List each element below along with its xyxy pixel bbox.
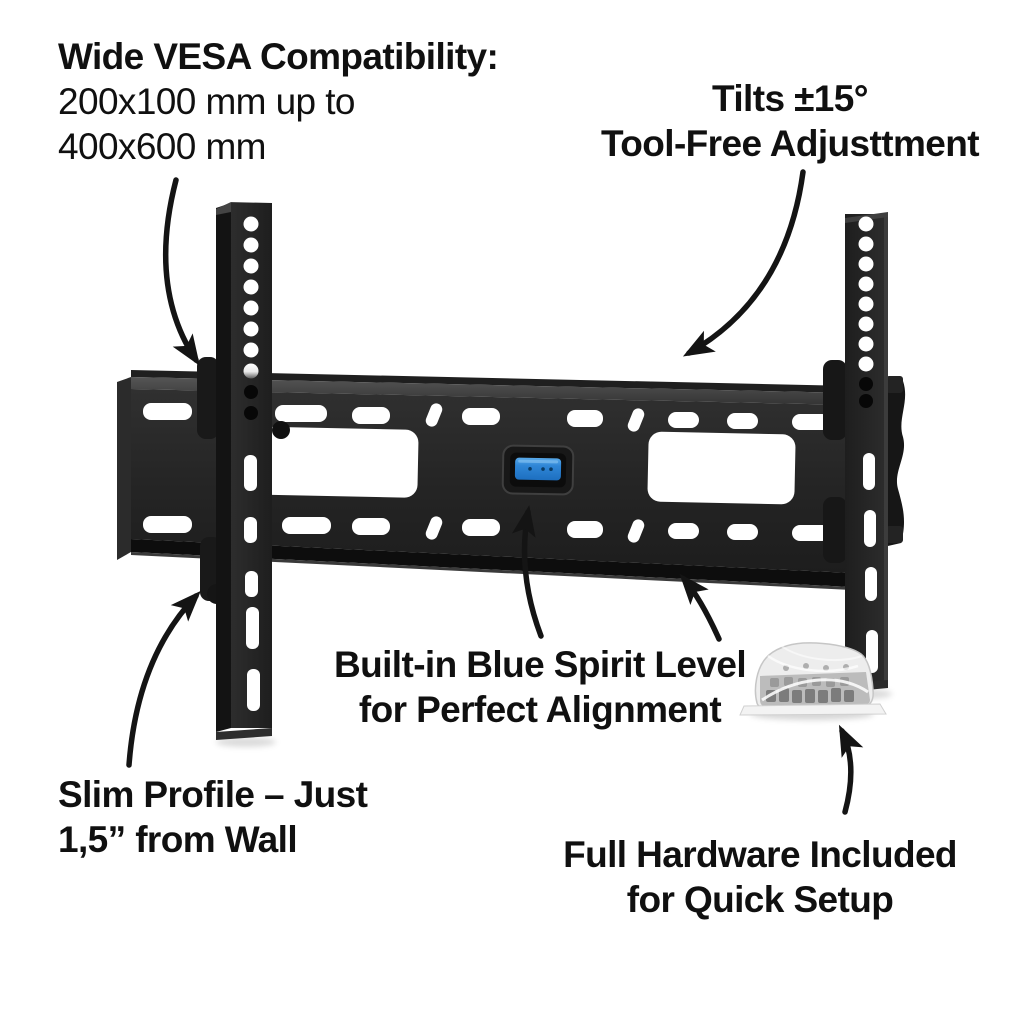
plate-cutout-left bbox=[237, 426, 419, 498]
slim-line2: 1,5” from Wall bbox=[58, 819, 298, 860]
vesa-hole-partial bbox=[243, 363, 259, 379]
vesa-hole-dark bbox=[244, 385, 258, 399]
hardware-label: Full Hardware Included for Quick Setup bbox=[550, 832, 970, 922]
arm-slots-left bbox=[244, 455, 260, 711]
hardware-line1: Full Hardware Included bbox=[563, 834, 957, 875]
vesa-range-max: 400x600 mm bbox=[58, 126, 266, 167]
plate-arrow-icon bbox=[679, 573, 722, 642]
wall-plate-top-lip bbox=[131, 370, 852, 393]
hardware-arrow-icon bbox=[838, 724, 864, 815]
vesa-mounting-holes-right bbox=[858, 216, 874, 372]
tilt-line2: Tool-Free Adjusttment bbox=[601, 123, 980, 164]
slim-line1: Slim Profile – Just bbox=[58, 774, 368, 815]
left-vesa-arm bbox=[216, 202, 272, 740]
vesa-arrow-icon bbox=[162, 177, 200, 366]
spirit-line1: Built-in Blue Spirit Level bbox=[334, 644, 747, 685]
spirit-level bbox=[501, 444, 575, 496]
slim-profile-label: Slim Profile – Just 1,5” from Wall bbox=[58, 772, 368, 862]
wall-plate-bottom-sliver bbox=[131, 552, 852, 590]
vesa-heading: Wide VESA Compatibility: bbox=[58, 36, 499, 77]
spirit-line2: for Perfect Alignment bbox=[358, 689, 722, 730]
wall-plate bbox=[117, 370, 852, 590]
tilt-line1: Tilts ±15° bbox=[712, 78, 869, 119]
tilt-label: Tilts ±15° Tool-Free Adjusttment bbox=[580, 76, 1000, 166]
hardware-line2: for Quick Setup bbox=[626, 879, 894, 920]
tilt-arrow-icon bbox=[682, 169, 806, 357]
vesa-compatibility-label: Wide VESA Compatibility: 200x100 mm up t… bbox=[58, 34, 499, 169]
right-vesa-arm bbox=[845, 212, 888, 692]
spirit-level-arrow-icon bbox=[511, 505, 544, 639]
tilt-curve-bracket bbox=[888, 378, 906, 546]
plate-cutout-right bbox=[647, 431, 796, 505]
tilt-tab-top bbox=[886, 376, 903, 393]
vesa-hole-dark bbox=[244, 406, 258, 420]
wall-plate-left-end bbox=[117, 377, 131, 560]
tilt-hinge-left-top bbox=[197, 357, 219, 439]
tilt-tab-bottom bbox=[886, 526, 903, 543]
vesa-hole-dark bbox=[859, 377, 873, 391]
wall-plate-bottom-edge bbox=[131, 539, 852, 587]
vesa-hole-dark bbox=[859, 394, 873, 408]
wall-plate-slots-top bbox=[143, 403, 830, 432]
arm-slots-right bbox=[863, 453, 878, 673]
hardware-bag bbox=[739, 642, 887, 716]
vesa-mounting-holes-left bbox=[243, 216, 259, 358]
vesa-range-min: 200x100 mm up to bbox=[58, 81, 355, 122]
spirit-level-label: Built-in Blue Spirit Level for Perfect A… bbox=[320, 642, 760, 732]
wall-plate-slots-bottom bbox=[143, 516, 830, 543]
tilt-hinge-right-bottom bbox=[823, 497, 847, 563]
tilt-hinge-right-top bbox=[823, 360, 847, 440]
wall-plate-top-flange bbox=[131, 377, 852, 405]
slim-profile-arrow-icon bbox=[126, 590, 201, 768]
spirit-level-vial bbox=[514, 457, 562, 481]
tilt-knob-left bbox=[272, 421, 290, 439]
